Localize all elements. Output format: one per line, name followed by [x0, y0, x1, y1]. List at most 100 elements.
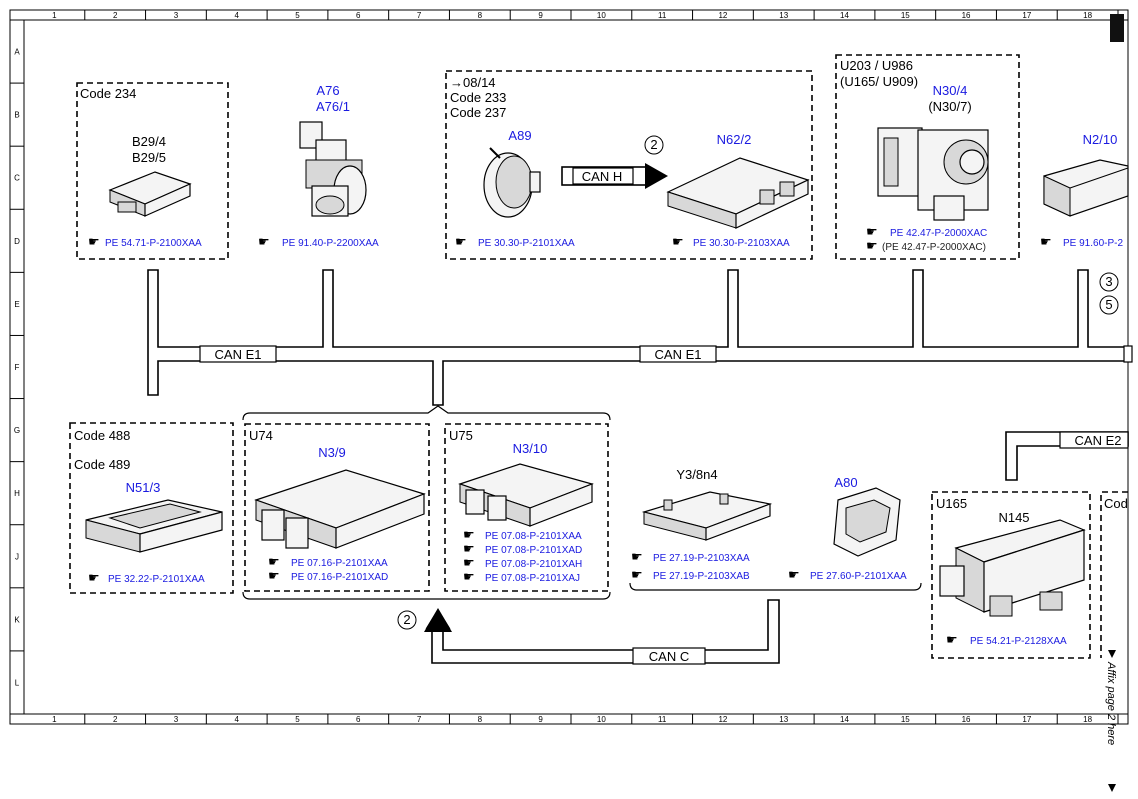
y3-8n4-ref2-icon: ☛	[631, 567, 643, 582]
ruler-col-label: 10	[597, 715, 606, 724]
n3-10-ref1[interactable]: PE 07.08-P-2101XAA	[485, 531, 582, 542]
n2-10-label: N2/10	[1083, 132, 1118, 147]
b29-ref[interactable]: PE 54.71-P-2100XAA	[105, 238, 202, 249]
ruler-col-label: 15	[901, 11, 910, 20]
y3-8n4-ref1-icon: ☛	[631, 549, 643, 564]
a89-radar-icon	[483, 147, 541, 218]
n2-10-ref[interactable]: PE 91.60-P-2	[1063, 238, 1123, 249]
b29-sensor-icon	[108, 171, 192, 217]
y3-8n4-ref2[interactable]: PE 27.19-P-2103XAB	[653, 571, 750, 582]
ruler-row-label: J	[15, 552, 19, 561]
ruler-col-label: 6	[356, 11, 361, 20]
ruler-col-label: 12	[718, 11, 727, 20]
group-u165-label: (U165/ U909)	[840, 74, 918, 89]
n30-7-label: (N30/7)	[928, 99, 971, 114]
a80-ref[interactable]: PE 27.60-P-2101XAA	[810, 571, 907, 582]
n62-2-ref[interactable]: PE 30.30-P-2103XAA	[693, 238, 790, 249]
n62-2-ref-icon: ☛	[672, 234, 684, 249]
ruler-col-label: 13	[779, 715, 788, 724]
ruler-col-label: 17	[1022, 11, 1031, 20]
n3-10-ref2-icon: ☛	[463, 541, 475, 556]
n30-4-ref1[interactable]: PE 42.47-P-2000XAC	[890, 228, 987, 239]
group-code-234-label: Code 234	[80, 86, 136, 101]
ruler-col-label: 1	[52, 11, 57, 20]
marker-2-bottom-label: 2	[403, 612, 410, 627]
n30-4-label: N30/4	[933, 83, 968, 98]
ruler-col-label: 4	[234, 715, 239, 724]
ruler-col-label: 14	[840, 11, 849, 20]
a76-ref-icon: ☛	[258, 234, 270, 249]
can-e1-left-label-box	[199, 345, 277, 363]
a80-ref-icon: ☛	[788, 567, 800, 582]
marker-2-bottom	[397, 610, 417, 630]
n3-10-ref4[interactable]: PE 07.08-P-2101XAJ	[485, 573, 580, 584]
ruler-row-label: K	[14, 615, 20, 624]
ruler-col-label: 1	[52, 715, 57, 724]
ruler-col-label: 15	[901, 715, 910, 724]
n3-10-ecu-icon	[458, 463, 594, 527]
ruler-col-label: 2	[113, 11, 118, 20]
ruler-col-label: 11	[658, 11, 667, 20]
n145-label: N145	[998, 510, 1029, 525]
a76-label: A76	[316, 83, 339, 98]
n51-3-ref[interactable]: PE 32.22-P-2101XAA	[108, 574, 205, 585]
ruler-col-label: 18	[1083, 11, 1092, 20]
page-corner-mark	[1110, 14, 1124, 42]
n145-ref[interactable]: PE 54.21-P-2128XAA	[970, 636, 1067, 647]
n51-3-ref-icon: ☛	[88, 570, 100, 585]
n145-module-icon	[939, 519, 1086, 617]
ruler-row-label: F	[15, 363, 20, 372]
affix-note: Affix page 2 here	[1105, 661, 1117, 745]
a89-ref[interactable]: PE 30.30-P-2101XAA	[478, 238, 575, 249]
group-code-488-box	[69, 422, 234, 594]
affix-arrow-top-icon	[1108, 650, 1116, 658]
n3-9-ref1[interactable]: PE 07.16-P-2101XAA	[291, 558, 388, 569]
group-u165-label: U165	[936, 496, 967, 511]
ruler-col-label: 5	[295, 715, 300, 724]
group-cod-partial-label: Cod	[1104, 496, 1128, 511]
can-h-label: CAN H	[582, 169, 622, 184]
ruler-columns: 1122334455667788991010111112121313141415…	[52, 10, 1119, 724]
bracket-can-c	[629, 582, 922, 591]
ruler-col-label: 3	[174, 715, 179, 724]
can-e1-bus	[147, 269, 1129, 406]
a89-ref-icon: ☛	[455, 234, 467, 249]
a80-label: A80	[834, 475, 857, 490]
n3-10-ref3[interactable]: PE 07.08-P-2101XAH	[485, 559, 582, 570]
can-c-label-box	[632, 647, 706, 665]
n62-2-module-icon	[666, 157, 810, 229]
group-code-488-label: Code 488	[74, 428, 130, 443]
n51-3-module-icon	[85, 499, 223, 553]
n30-7-ref2[interactable]: (PE 42.47-P-2000XAC)	[882, 242, 986, 253]
marker-3-label: 3	[1105, 274, 1112, 289]
n3-9-label: N3/9	[318, 445, 345, 460]
n3-10-ref2[interactable]: PE 07.08-P-2101XAD	[485, 545, 582, 556]
group-u203-label: U203 / U986	[840, 58, 913, 73]
ruler-col-label: 14	[840, 715, 849, 724]
ruler-col-label: 12	[718, 715, 727, 724]
y3-8n4-valve-icon	[641, 491, 773, 541]
b29-ref-icon: ☛	[88, 234, 100, 249]
ruler-col-label: 2	[113, 715, 118, 724]
a76-ref[interactable]: PE 91.40-P-2200XAA	[282, 238, 379, 249]
ruler-col-label: 10	[597, 11, 606, 20]
group-code-489-label: Code 489	[74, 457, 130, 472]
group-code-233-237-box	[445, 70, 813, 260]
ruler-col-label: 9	[538, 715, 543, 724]
marker-2-top-label: 2	[650, 137, 657, 152]
b29-4-label: B29/4	[132, 134, 166, 149]
n3-9-ref2[interactable]: PE 07.16-P-2101XAD	[291, 572, 388, 583]
ruler-col-label: 9	[538, 11, 543, 20]
n3-10-ref1-icon: ☛	[463, 527, 475, 542]
bracket-bottom	[242, 591, 611, 600]
n30-4-ref-icon: ☛	[866, 224, 878, 239]
n51-3-label: N51/3	[126, 480, 161, 495]
can-e1-right-label-box	[639, 345, 717, 363]
can-e1-right-label: CAN E1	[655, 347, 702, 362]
n2-10-module-icon	[1043, 159, 1129, 217]
ruler-col-label: 7	[417, 11, 422, 20]
ruler-col-label: 18	[1083, 715, 1092, 724]
y3-8n4-ref1[interactable]: PE 27.19-P-2103XAA	[653, 553, 750, 564]
